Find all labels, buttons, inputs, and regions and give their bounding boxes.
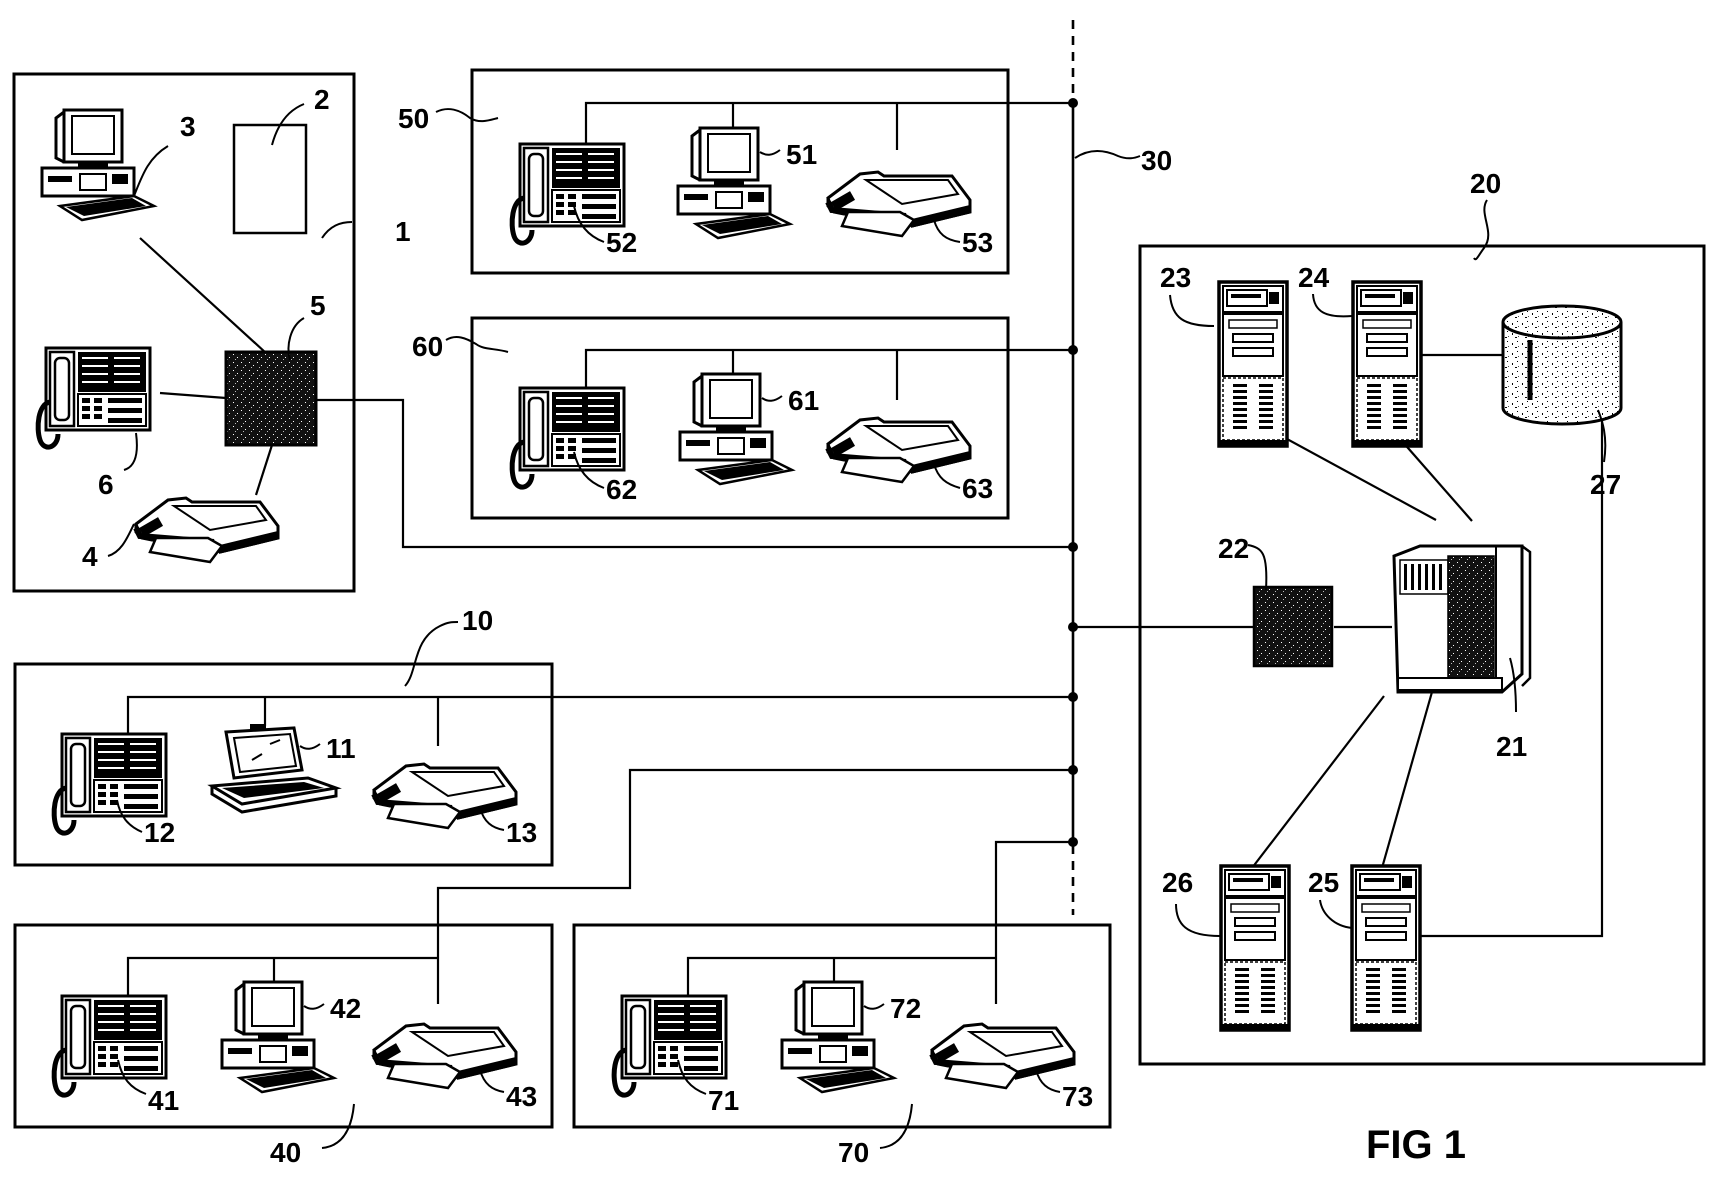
fax-43 bbox=[374, 1024, 516, 1088]
ref-label-server-center: 20 bbox=[1470, 168, 1501, 199]
telephone-41 bbox=[54, 996, 166, 1095]
computer-51 bbox=[678, 128, 790, 238]
desktop-computer-icon bbox=[42, 110, 154, 220]
ref-label-telephone-41: 41 bbox=[148, 1085, 179, 1116]
telephone-6 bbox=[38, 348, 150, 447]
computer-72 bbox=[782, 982, 894, 1092]
ref-label-fax-63: 63 bbox=[962, 473, 993, 504]
ref-label-computer-3: 3 bbox=[180, 111, 196, 142]
ref-label-switch-box-5: 5 bbox=[310, 290, 326, 321]
ref-label-workstation-10: 10 bbox=[462, 605, 493, 636]
ref-label-telephone-52: 52 bbox=[606, 227, 637, 258]
ref-label-laptop-11: 11 bbox=[326, 733, 356, 764]
laptop-icon bbox=[212, 724, 336, 812]
workstation-50: 50 52 51 53 bbox=[398, 70, 1073, 273]
switch-box-icon bbox=[226, 352, 316, 445]
computer-3 bbox=[42, 110, 154, 220]
telephone-icon bbox=[54, 996, 166, 1095]
desktop-computer-icon bbox=[680, 374, 792, 484]
fax-machine-icon bbox=[374, 764, 516, 828]
ref-label-workstation-50: 50 bbox=[398, 103, 429, 134]
fax-machine-icon bbox=[828, 418, 970, 482]
ref-label-telephone-62: 62 bbox=[606, 474, 637, 505]
workstation-60: 60 62 61 63 bbox=[412, 318, 1073, 518]
server-24 bbox=[1353, 282, 1421, 446]
ref-label-server-24: 24 bbox=[1298, 262, 1330, 293]
telephone-62 bbox=[512, 388, 624, 487]
telephone-71 bbox=[614, 996, 726, 1095]
telephone-icon bbox=[512, 388, 624, 487]
network-bus-30: 30 bbox=[1068, 20, 1172, 915]
ref-label-telephone-71: 71 bbox=[708, 1085, 739, 1116]
switch-box-icon bbox=[1254, 587, 1332, 666]
ref-label-telephone-6: 6 bbox=[98, 469, 114, 500]
figure-caption: FIG 1 bbox=[1366, 1123, 1466, 1167]
server-26 bbox=[1221, 866, 1289, 1030]
fax-machine-icon bbox=[932, 1024, 1074, 1088]
telephone-icon bbox=[38, 348, 150, 447]
database-27 bbox=[1503, 306, 1621, 424]
ref-label-server-25: 25 bbox=[1308, 867, 1339, 898]
server-center-20: 20 23 24 27 22 bbox=[1073, 168, 1704, 1064]
fax-4 bbox=[136, 498, 278, 562]
server-25 bbox=[1352, 866, 1420, 1030]
fax-machine-icon bbox=[828, 172, 970, 236]
mainframe-21 bbox=[1394, 546, 1530, 692]
fax-73 bbox=[932, 1024, 1074, 1088]
ref-label-computer-51: 51 bbox=[786, 139, 817, 170]
workstation-40-uplink bbox=[438, 770, 1073, 1004]
ref-label-fax-73: 73 bbox=[1062, 1081, 1093, 1112]
fax-machine-icon bbox=[136, 498, 278, 562]
ref-label-server-26: 26 bbox=[1162, 867, 1193, 898]
fax-53 bbox=[828, 172, 970, 236]
ref-label-server-23: 23 bbox=[1160, 262, 1191, 293]
ref-label-fax-43: 43 bbox=[506, 1081, 537, 1112]
fax-13 bbox=[374, 764, 516, 828]
ref-label-fax-53: 53 bbox=[962, 227, 993, 258]
fax-63 bbox=[828, 418, 970, 482]
server-tower-icon bbox=[1221, 866, 1289, 1030]
server-tower-icon bbox=[1353, 282, 1421, 446]
ref-label-fax-13: 13 bbox=[506, 817, 537, 848]
document-icon bbox=[234, 125, 306, 233]
server-23 bbox=[1219, 282, 1287, 446]
ref-label-computer-72: 72 bbox=[890, 993, 921, 1024]
desktop-computer-icon bbox=[782, 982, 894, 1092]
laptop-11 bbox=[212, 724, 336, 812]
ref-label-database-27: 27 bbox=[1590, 469, 1621, 500]
desktop-computer-icon bbox=[678, 128, 790, 238]
ref-label-computer-42: 42 bbox=[330, 993, 361, 1024]
fax-machine-icon bbox=[374, 1024, 516, 1088]
ref-label-workstation-40: 40 bbox=[270, 1137, 301, 1168]
ref-label-fax-4: 4 bbox=[82, 541, 98, 572]
server-tower-icon bbox=[1352, 866, 1420, 1030]
server-tower-icon bbox=[1219, 282, 1287, 446]
ref-label-mainframe-21: 21 bbox=[1496, 731, 1527, 762]
computer-42 bbox=[222, 982, 334, 1092]
desktop-computer-icon bbox=[222, 982, 334, 1092]
workstation-70: 70 71 72 73 bbox=[574, 842, 1110, 1168]
computer-61 bbox=[680, 374, 792, 484]
ref-label-bus: 30 bbox=[1141, 145, 1172, 176]
ref-label-workstation-60: 60 bbox=[412, 331, 443, 362]
telephone-icon bbox=[614, 996, 726, 1095]
ref-label-workstation-70: 70 bbox=[838, 1137, 869, 1168]
workstation-70-uplink bbox=[996, 842, 1073, 1004]
workstation-10: 10 12 11 13 bbox=[15, 605, 1073, 865]
ref-label-document-2: 2 bbox=[314, 84, 330, 115]
ref-label-telephone-12: 12 bbox=[144, 817, 175, 848]
ref-label-computer-61: 61 bbox=[788, 385, 819, 416]
ref-label-workstation-1: 1 bbox=[395, 216, 411, 247]
ref-label-switch-box-22: 22 bbox=[1218, 533, 1249, 564]
